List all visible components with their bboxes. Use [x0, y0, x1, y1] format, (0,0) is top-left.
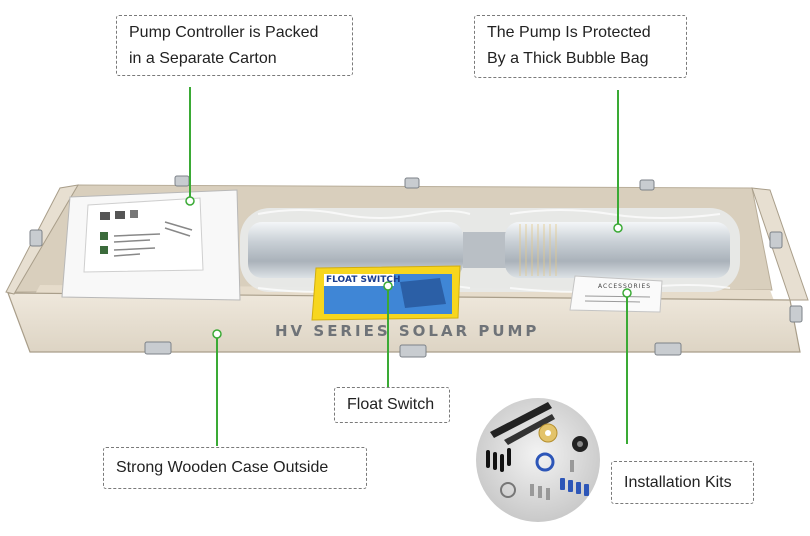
accessories-box [569, 275, 663, 313]
case-clips [29, 175, 803, 358]
installation-kit-photo [476, 398, 600, 522]
callout-wooden-case-line-1: Strong Wooden Case Outside [116, 459, 329, 476]
callout-installation-kits-line-1: Installation Kits [624, 474, 732, 491]
leader-dots [185, 196, 632, 339]
callout-pump-bubble-bag: The Pump Is Protected By a Thick Bubble … [474, 15, 687, 78]
callout-float-switch: Float Switch [334, 387, 450, 423]
callout-installation-kits: Installation Kits [611, 461, 754, 504]
callout-pump-line-2: By a Thick Bubble Bag [487, 50, 649, 67]
carton-manual-print [83, 197, 204, 273]
callout-controller-carton: Pump Controller is Packed in a Separate … [116, 15, 353, 76]
callout-pump-line-1: The Pump Is Protected [487, 24, 651, 41]
accessories-box-label: ACCESSORIES [598, 283, 652, 290]
float-switch-box-label: FLOAT SWITCH [326, 275, 401, 285]
callout-wooden-case: Strong Wooden Case Outside [103, 447, 367, 489]
leader-lines [189, 87, 628, 446]
callout-float-switch-line-1: Float Switch [347, 396, 435, 413]
callout-controller-line-1: Pump Controller is Packed [129, 24, 319, 41]
callout-controller-line-2: in a Separate Carton [129, 50, 277, 67]
case-print-text: HV SERIES SOLAR PUMP [275, 322, 540, 340]
